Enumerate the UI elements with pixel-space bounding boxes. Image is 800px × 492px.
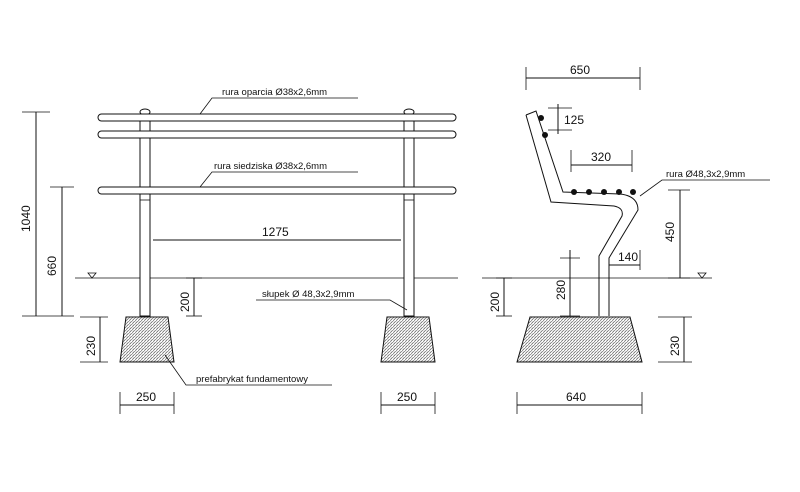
dim-foundation-width-right: 250 — [380, 390, 436, 414]
svg-text:250: 250 — [136, 390, 156, 404]
dim-foundation-width-side: 640 — [516, 390, 643, 414]
label-foundation: prefabrykat fundamentowy — [196, 374, 308, 385]
svg-text:1040: 1040 — [19, 205, 33, 232]
front-post-left — [139, 113, 151, 317]
seat-rail — [97, 186, 457, 195]
svg-text:660: 660 — [45, 256, 59, 276]
svg-text:250: 250 — [397, 390, 417, 404]
ground-marker-front — [87, 272, 97, 279]
leader-backrest — [199, 97, 358, 115]
dim-top-width: 650 — [525, 63, 641, 90]
leader-foundation — [164, 354, 332, 386]
ground-marker-side — [697, 272, 707, 279]
backrest-slat-1 — [538, 115, 544, 121]
dim-embed-side: 200 — [488, 277, 512, 317]
side-frame-pipe — [525, 110, 639, 316]
svg-text:200: 200 — [178, 292, 192, 312]
backrest-rail-upper — [97, 113, 457, 122]
front-post-right — [403, 113, 415, 317]
svg-text:320: 320 — [591, 150, 611, 164]
backrest-slat-2 — [542, 132, 548, 138]
dim-offset: 140 — [608, 250, 641, 270]
seat-slat-4 — [616, 189, 622, 195]
label-seat-pipe: rura siedziska Ø38x2,6mm — [214, 161, 327, 172]
dim-backrest-gap: 125 — [548, 104, 584, 134]
svg-text:640: 640 — [566, 390, 586, 404]
svg-text:200: 200 — [488, 292, 502, 312]
side-view: 650 125 320 rura Ø48,3x2,9mm 450 — [482, 63, 770, 414]
dim-seat-height-side: 450 — [663, 189, 690, 279]
label-backrest-pipe: rura oparcia Ø38x2,6mm — [222, 87, 327, 98]
dim-embed-front: 200 — [178, 277, 202, 317]
label-post: słupek Ø 48,3x2,9mm — [262, 289, 354, 300]
foundation-left — [119, 316, 175, 363]
dim-overall-height: 1040 — [19, 111, 50, 317]
dim-seat-width: 320 — [570, 150, 633, 172]
side-foundation — [516, 316, 643, 363]
seat-slat-5 — [630, 189, 636, 195]
dim-base-height: 280 — [554, 250, 580, 317]
front-view: rura oparcia Ø38x2,6mm rura siedziska Ø3… — [19, 87, 458, 414]
label-side-pipe: rura Ø48,3x2,9mm — [666, 169, 745, 180]
leader-seat — [199, 171, 358, 188]
dim-seat-height-front: 660 — [45, 186, 74, 317]
backrest-rail-lower — [97, 130, 457, 139]
seat-slat-1 — [571, 189, 577, 195]
seat-slat-2 — [586, 189, 592, 195]
dim-foundation-height-front: 230 — [80, 316, 108, 363]
svg-text:125: 125 — [564, 113, 584, 127]
dim-span: 1275 — [153, 225, 401, 241]
svg-text:230: 230 — [84, 336, 98, 356]
side-frame-pipe-inner — [525, 114, 623, 316]
dim-foundation-width-left: 250 — [119, 390, 175, 414]
svg-text:140: 140 — [618, 250, 638, 264]
svg-text:450: 450 — [663, 222, 677, 242]
svg-text:230: 230 — [668, 336, 682, 356]
leader-post — [256, 299, 408, 311]
svg-text:1275: 1275 — [262, 225, 289, 239]
dim-foundation-height-side: 230 — [658, 316, 692, 363]
svg-text:650: 650 — [570, 63, 590, 77]
seat-slat-3 — [601, 189, 607, 195]
leader-side-pipe — [639, 179, 770, 197]
svg-text:280: 280 — [554, 280, 568, 300]
foundation-right — [380, 316, 436, 363]
